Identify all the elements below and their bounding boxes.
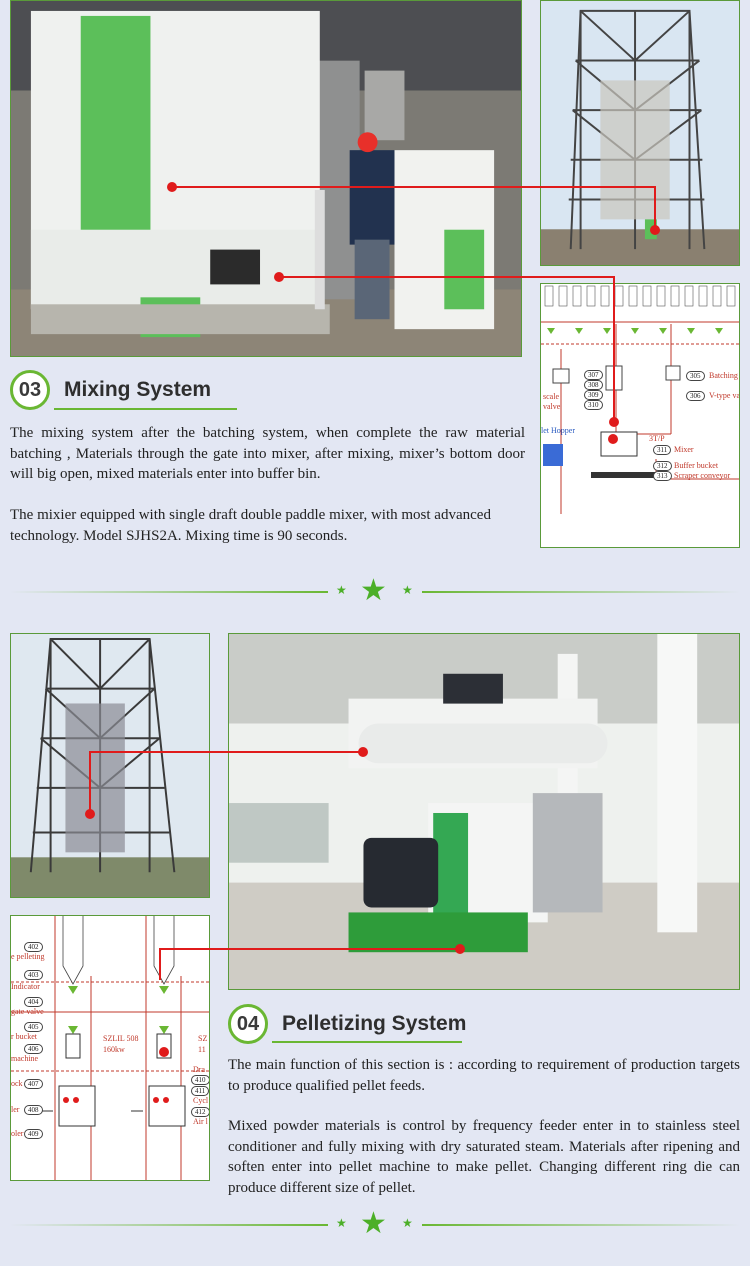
diagram-label: r bucket (11, 1032, 37, 1041)
section-divider: ★ ★ ★ (10, 1207, 740, 1240)
diagram-number: 402 (24, 942, 43, 952)
large-star-icon: ★ (360, 574, 387, 607)
diagram-number: 405 (24, 1022, 43, 1032)
diagram-number: 311 (653, 445, 672, 455)
large-star-icon: ★ (360, 1207, 387, 1240)
mixing-paragraph-1: The mixing system after the batching sys… (10, 425, 525, 482)
diagram-label: ock (11, 1079, 23, 1088)
diagram-number: 408 (24, 1105, 43, 1115)
diagram-label: machine (11, 1054, 39, 1063)
mixing-flow-diagram: scale valve let Hopper 3T/P Batching V-t… (540, 283, 740, 548)
mixing-heading: 03 Mixing System (10, 370, 211, 410)
pelletizing-flow-diagram: 402 e pelleting 403 Indicator 404 gate v… (10, 915, 210, 1181)
pelletizing-heading: 04 Pelletizing System (228, 1004, 466, 1044)
diagram-label: Dra (193, 1065, 205, 1074)
pelletizing-pointer-lines (85, 747, 465, 980)
diagram-label-vtype-valve: V-type va (709, 391, 740, 400)
diagram-number: 307 (584, 370, 603, 380)
diagram-label: e pelleting (11, 952, 45, 961)
pellet-tower-photo (10, 633, 210, 898)
diagram-number: 407 (24, 1079, 43, 1089)
pellet-mill-photo (228, 633, 740, 990)
diagram-number: 309 (584, 390, 603, 400)
feed-plant-tower-photo (540, 0, 740, 266)
diagram-number: 310 (584, 400, 603, 410)
diagram-label-mixer: Mixer (674, 445, 694, 454)
diagram-label-scraper-conveyor: Scraper conveyor (674, 471, 731, 480)
diagram-label-power-2: 11 (198, 1045, 206, 1054)
diagram-label: Indicator (11, 982, 40, 991)
heading-underline (54, 408, 237, 410)
section-title: Pelletizing System (282, 1012, 467, 1035)
diagram-label: Air l (193, 1117, 208, 1126)
diagram-label-scale: scale (543, 392, 559, 401)
mixing-paragraph-2: The mixier equipped with single draft do… (10, 507, 491, 544)
small-star-icon: ★ (336, 583, 347, 597)
section-title: Mixing System (64, 378, 212, 401)
diagram-label-batching: Batching (709, 371, 738, 380)
section-number-badge: 04 (228, 1004, 268, 1044)
diagram-number: 409 (24, 1129, 43, 1139)
diagram-label-model: SZLIL 508 (103, 1034, 139, 1043)
diagram-number: 306 (686, 391, 705, 401)
diagram-number: 312 (653, 461, 672, 471)
diagram-number: 404 (24, 997, 43, 1007)
pelletizing-paragraph-2: Mixed powder materials is control by fre… (228, 1118, 740, 1196)
diagram-number: 308 (584, 380, 603, 390)
diagram-label: gate valve (11, 1007, 44, 1016)
section-number-badge: 03 (10, 370, 50, 410)
pelletizing-paragraph-1: The main function of this section is : a… (228, 1057, 740, 1094)
section-divider: ★ ★ ★ (10, 574, 740, 607)
diagram-label: oler (11, 1129, 24, 1138)
small-star-icon: ★ (336, 1216, 347, 1230)
small-star-icon: ★ (402, 583, 413, 597)
small-star-icon: ★ (402, 1216, 413, 1230)
diagram-label-model-2: SZ (198, 1034, 208, 1043)
diagram-number: 412 (191, 1107, 209, 1117)
diagram-label-hopper: let Hopper (541, 426, 575, 435)
diagram-label-valve: valve (543, 402, 561, 411)
diagram-label: Cycl (193, 1096, 209, 1105)
diagram-number: 305 (686, 371, 705, 381)
diagram-label-power: 160kw (103, 1045, 125, 1054)
diagram-label: ler (11, 1105, 20, 1114)
diagram-number: 313 (653, 471, 672, 481)
diagram-label-capacity: 3T/P (649, 434, 665, 443)
mixing-pointer-lines (167, 182, 660, 427)
diagram-number: 411 (191, 1086, 209, 1096)
mixer-factory-photo (10, 0, 522, 357)
diagram-number: 403 (24, 970, 43, 980)
heading-underline (272, 1041, 462, 1043)
diagram-number: 406 (24, 1044, 43, 1054)
diagram-number: 410 (191, 1075, 209, 1085)
diagram-label-buffer-bucket: Buffer bucket (674, 461, 719, 470)
